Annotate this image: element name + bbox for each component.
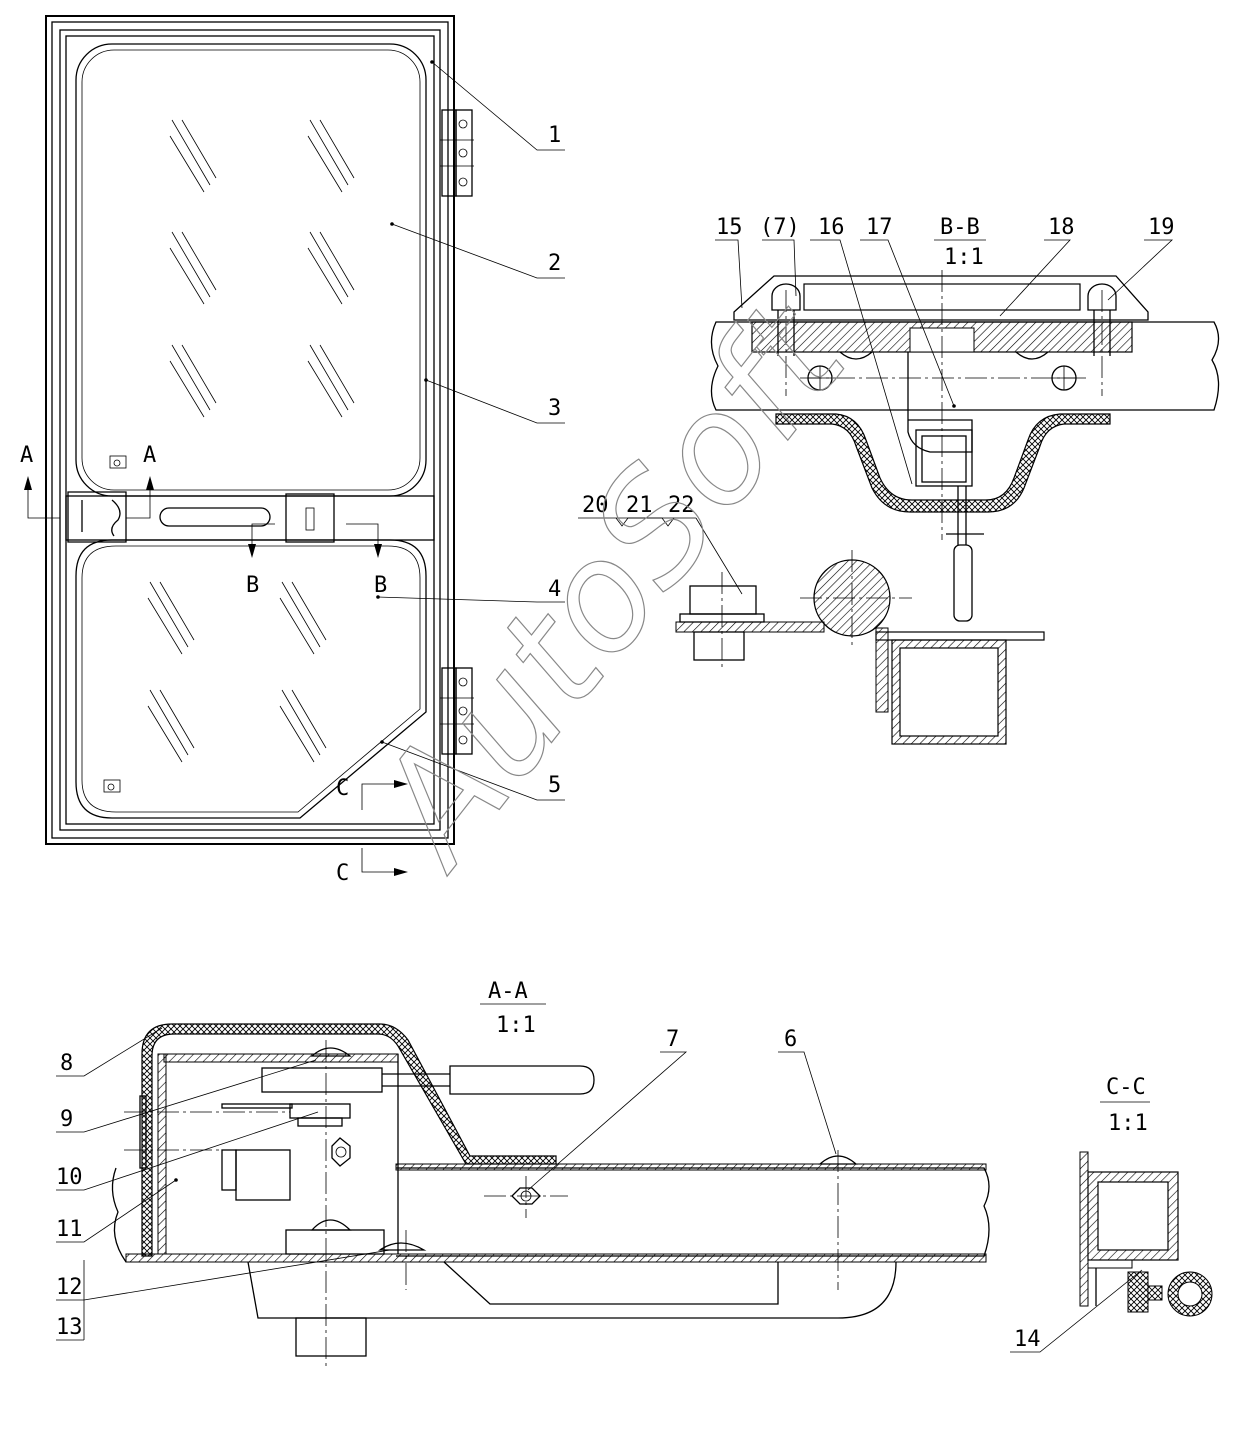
section-mark-b: B B	[246, 523, 387, 598]
section-b-right: B	[374, 573, 387, 598]
section-aa-title: A-A	[488, 979, 528, 1004]
part-15: 15	[716, 215, 743, 240]
part-10: 10	[56, 1165, 83, 1190]
part-13: 13	[56, 1315, 83, 1340]
glass-strokes	[147, 119, 355, 763]
part-14: 14	[1014, 1327, 1041, 1352]
section-b-left: B	[246, 573, 259, 598]
section-a-a-view: A-A 1:1	[56, 979, 990, 1366]
section-c-c-view: C-C 1:1 14	[1010, 1075, 1213, 1353]
part-2: 2	[548, 251, 561, 276]
part-6: 6	[784, 1027, 797, 1052]
section-c-top: C	[336, 776, 349, 801]
part-7-ref: (7)	[760, 215, 800, 240]
section-mark-c: C C	[336, 776, 408, 886]
bolt-detail-view: 20 21 22	[578, 493, 1045, 745]
part-4: 4	[548, 577, 561, 602]
section-mark-a: A A	[20, 443, 156, 519]
part-22: 22	[668, 493, 695, 518]
part-17: 17	[866, 215, 893, 240]
section-cc-title: C-C	[1106, 1075, 1146, 1100]
part-21: 21	[626, 493, 653, 518]
part-9: 9	[60, 1107, 73, 1132]
part-11: 11	[56, 1217, 83, 1242]
part-19: 19	[1148, 215, 1175, 240]
part-3: 3	[548, 396, 561, 421]
section-cc-scale: 1:1	[1108, 1111, 1148, 1136]
upper-hinge	[440, 109, 474, 197]
leaders-door	[376, 60, 565, 801]
part-1: 1	[548, 123, 561, 148]
section-bb-scale: 1:1	[944, 245, 984, 270]
part-5: 5	[548, 773, 561, 798]
lower-hinge	[440, 667, 474, 755]
section-a-right: A	[143, 443, 156, 468]
part-7: 7	[666, 1027, 679, 1052]
part-20: 20	[582, 493, 609, 518]
section-c-bottom: C	[336, 861, 349, 886]
section-aa-scale: 1:1	[496, 1013, 536, 1038]
door-front-view: A A B B C C 1 2 3 4 5	[20, 15, 565, 886]
part-16: 16	[818, 215, 845, 240]
part-8: 8	[60, 1051, 73, 1076]
part-12: 12	[56, 1275, 83, 1300]
middle-latch-bar	[65, 491, 435, 543]
section-b-b-view: B-B 1:1 15	[710, 215, 1220, 622]
section-bb-title: B-B	[940, 215, 980, 240]
part-18: 18	[1048, 215, 1075, 240]
section-a-left: A	[20, 443, 33, 468]
